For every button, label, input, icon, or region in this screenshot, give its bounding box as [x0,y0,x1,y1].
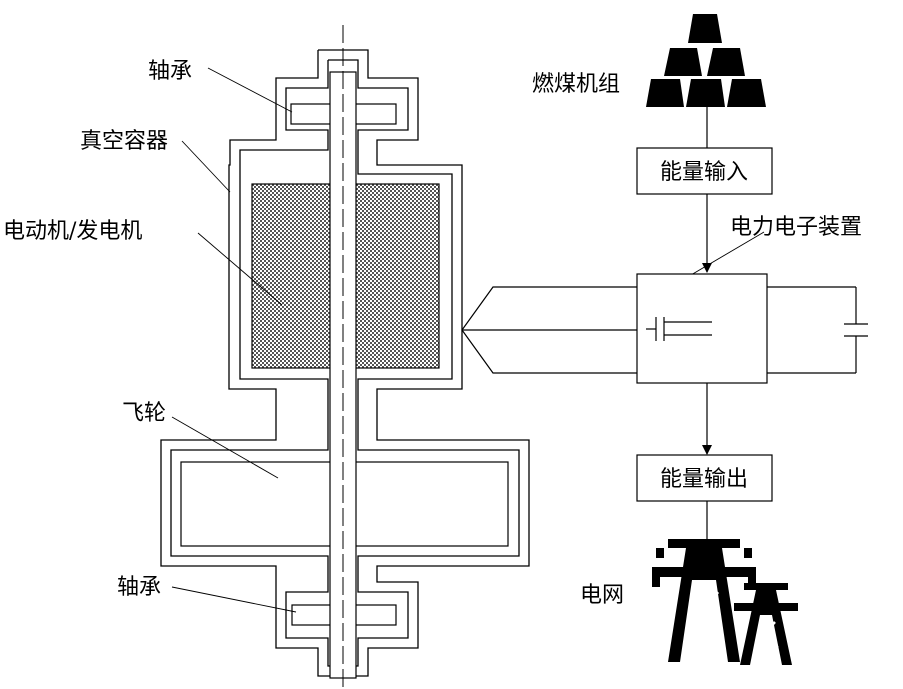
label-bearing-bottom: 轴承 [117,575,161,600]
vacuum-container-outline [160,49,530,677]
energy-output-box [636,454,773,502]
power-electronics-box [636,273,768,384]
coal-pile-icon [646,14,766,107]
dc-link [767,286,868,374]
label-coal-unit: 燃煤机组 [532,72,620,97]
label-power-electronics: 电力电子装置 [730,215,862,240]
label-motor-generator: 电动机/发电机 [3,219,142,244]
label-flywheel: 飞轮 [122,401,166,426]
power-tower-icon [652,539,798,665]
label-vacuum-container: 真空容器 [80,129,168,154]
connection-cable [461,286,637,374]
label-bearing-top: 轴承 [148,59,192,84]
capacitor-icon [646,317,712,341]
energy-input-box [636,147,773,195]
energy-output-text: 能量输出 [660,467,748,492]
label-grid: 电网 [580,583,624,608]
leader-lines [171,67,765,613]
energy-input-text: 能量输入 [660,160,748,185]
